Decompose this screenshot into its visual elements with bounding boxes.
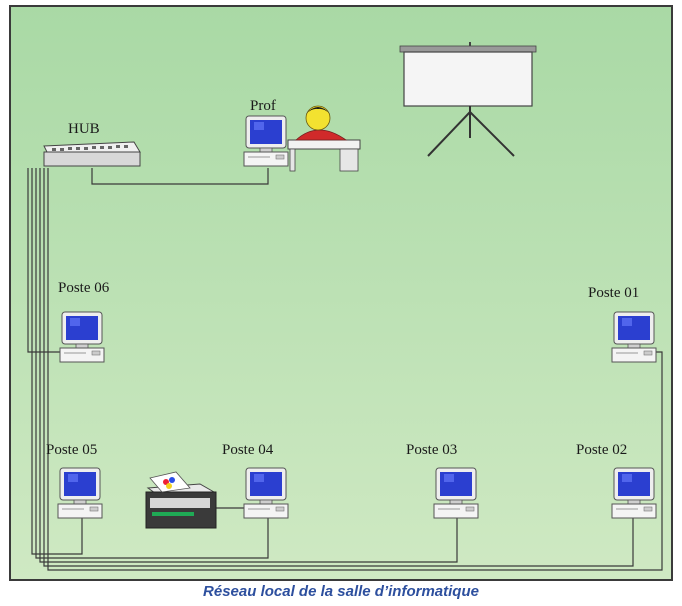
poste-04-label: Poste 04	[222, 442, 274, 458]
poste-03-computer-icon	[433, 467, 479, 519]
cable-poste-04	[35, 168, 269, 559]
hub-label: HUB	[68, 121, 100, 137]
poste-06-computer-icon	[59, 311, 105, 363]
prof-computer-icon	[243, 115, 289, 167]
cable-prof	[91, 168, 269, 185]
cable-poste-01	[47, 168, 663, 571]
printer-icon	[145, 471, 217, 529]
poste-03-label: Poste 03	[406, 442, 457, 458]
poste-02-label: Poste 02	[576, 442, 627, 458]
prof-label: Prof	[250, 98, 276, 114]
cable-poste-05	[31, 168, 83, 555]
poste-02-computer-icon	[611, 467, 657, 519]
cable-poste-06	[27, 168, 62, 353]
poste-04-computer-icon	[243, 467, 289, 519]
cable-poste-03	[39, 168, 458, 563]
diagram-caption: Réseau local de la salle d’informatique	[203, 583, 479, 600]
poste-01-label: Poste 01	[588, 285, 639, 301]
diagram-frame	[9, 5, 673, 581]
cable-poste-02	[43, 168, 634, 567]
prof-desk	[287, 105, 361, 172]
poste-05-label: Poste 05	[46, 442, 97, 458]
poste-06-label: Poste 06	[58, 280, 110, 296]
projection-screen-icon	[399, 42, 537, 157]
hub-device	[43, 141, 141, 167]
poste-01-computer-icon	[611, 311, 657, 363]
poste-05-computer-icon	[57, 467, 103, 519]
cable-bundle	[27, 168, 663, 571]
